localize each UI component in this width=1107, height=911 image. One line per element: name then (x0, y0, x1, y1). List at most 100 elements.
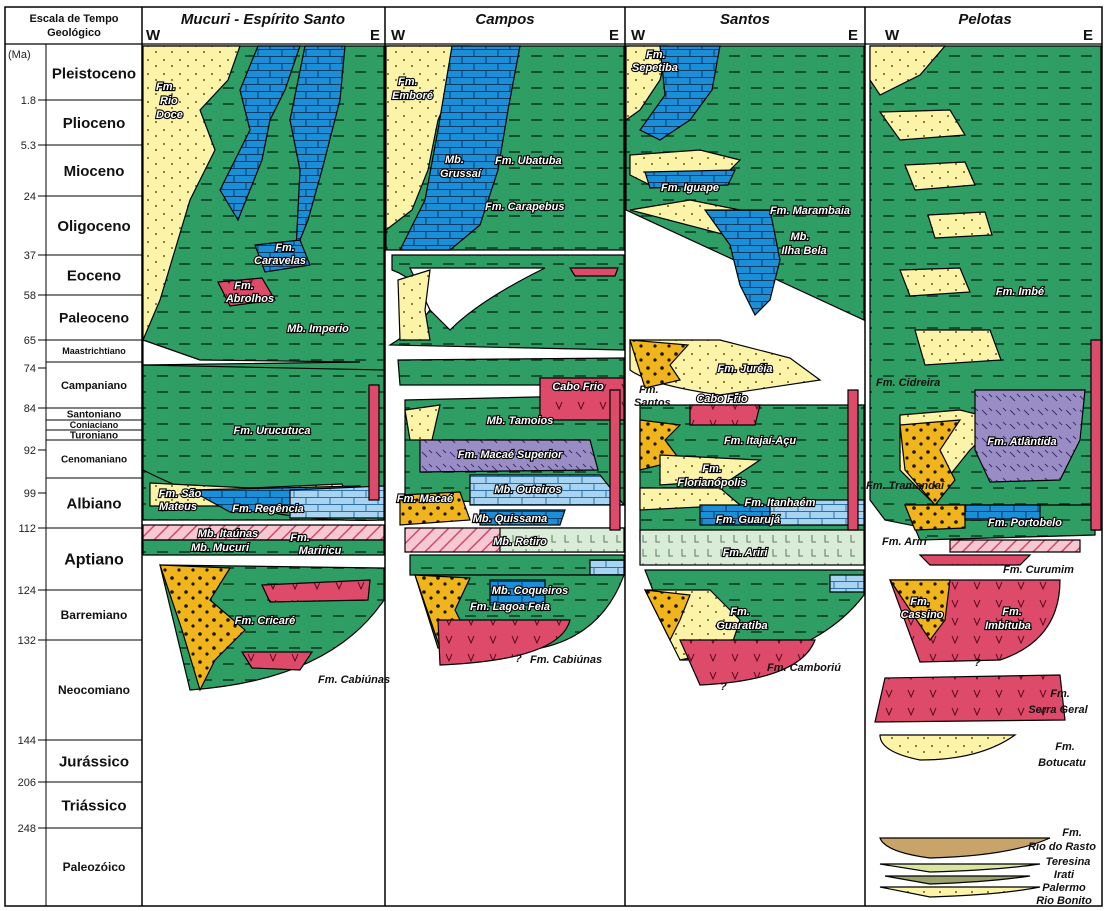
label-tamoios: Mb. Tamoios (487, 415, 554, 427)
label-abrolhos-2: Abrolhos (225, 293, 274, 305)
santos-east-label: E (848, 27, 858, 44)
epoch-label: Cenomaniano (61, 455, 127, 466)
age-label: 144 (18, 735, 36, 747)
campos-calc-2 (590, 560, 624, 575)
label-curumim: Fm. Curumim (1003, 564, 1074, 576)
epoch-label: Mioceno (64, 163, 125, 180)
label-caravelas-1: Fm. (275, 242, 295, 254)
age-label: 112 (18, 523, 36, 535)
mucuri-itaunas-evap (143, 525, 384, 540)
basin-mucuri (143, 46, 384, 690)
pelotas-ariri-hatch (950, 540, 1080, 552)
pelotas-sand-3 (905, 162, 975, 190)
age-label: 58 (24, 290, 36, 302)
age-label: 99 (24, 488, 36, 500)
label-ubatuba: Fm. Ubatuba (495, 155, 562, 167)
epoch-label: Santoniano (67, 410, 121, 421)
label-jureia: Fm. Juréia (717, 363, 772, 375)
label-ariri-pelotas: Fm. Ariri (882, 536, 928, 548)
label-tramandai: Fm. Tramandaí (866, 480, 946, 492)
label-ilha-bela-1: Mb. (791, 231, 810, 243)
label-cabiunas-mucuri: Fm. Cabiúnas (318, 674, 390, 686)
label-camboriu: Fm. Camboriú (767, 662, 841, 674)
label-question-campos: ? (515, 653, 522, 665)
age-label: 1.8 (21, 95, 36, 107)
label-imbituba-1: Fm. (1002, 606, 1022, 618)
campos-east-label: E (609, 27, 619, 44)
label-guaruja: Fm. Guarujá (716, 514, 780, 526)
label-botucatu-2: Botucatu (1038, 757, 1086, 769)
label-ilha-bela-2: Ilha Bela (781, 245, 826, 257)
label-mucuri: Mb. Mucuri (191, 542, 250, 554)
label-question-santos: ? (720, 681, 727, 693)
age-label: 37 (24, 250, 36, 262)
label-sepetiba-2: Sepetiba (632, 62, 678, 74)
label-cabo-frio-campos: Cabo Frio (552, 381, 604, 393)
epoch-label: Plioceno (63, 115, 126, 132)
label-quissama: Mb. Quissama (473, 513, 548, 525)
label-question-pelotas: ? (974, 657, 981, 669)
label-atlantida: Fm. Atlântida (987, 436, 1056, 448)
pelotas-sand-5 (900, 268, 970, 296)
campos-sand-2 (398, 270, 430, 340)
label-macae-superior: Fm. Macaé Superior (458, 449, 563, 461)
label-mariricu-1: Fm. (290, 532, 310, 544)
label-rio-do-rasto-1: Fm. (1062, 827, 1082, 839)
label-embore-2: Emboré (392, 90, 433, 102)
label-macae: Fm. Macaé (397, 493, 453, 505)
label-abrolhos-1: Fm. (234, 280, 254, 292)
label-rio-doce-3: Doce (156, 109, 183, 121)
campos-west-label: W (391, 27, 406, 44)
age-label: 124 (18, 585, 36, 597)
epoch-label: Paleoceno (59, 309, 129, 325)
basin-pelotas-title: Pelotas (958, 11, 1011, 28)
mucuri-cabiunas-volc-2 (242, 652, 312, 670)
santos-west-label: W (631, 27, 646, 44)
age-label: 65 (24, 335, 36, 347)
label-regencia: Fm. Regência (232, 503, 304, 515)
label-florianopolis-2: Florianópolis (677, 477, 746, 489)
label-florianopolis-1: Fm. (702, 463, 722, 475)
label-rio-do-rasto-2: Rio do Rasto (1028, 841, 1096, 853)
label-coqueiros: Mb. Coqueiros (492, 585, 568, 597)
label-cabo-frio-santos: Cabo Frio (696, 393, 748, 405)
santos-calc-3 (830, 575, 864, 592)
label-santos-1: Fm. (639, 384, 659, 396)
label-caravelas-2: Caravelas (254, 255, 306, 267)
campos-volc-top (570, 268, 618, 276)
epoch-label: Paleozóico (63, 860, 126, 874)
label-imbe: Fm. Imbé (996, 286, 1044, 298)
epoch-label: Oligoceno (57, 218, 130, 235)
label-cassino-2: Cassino (901, 609, 944, 621)
label-itanhaem: Fm. Itanhaém (745, 497, 816, 509)
age-label: 92 (24, 445, 36, 457)
label-rio-bonito: Rio Bonito (1036, 895, 1092, 907)
pelotas-east-label: E (1083, 27, 1093, 44)
santos-dike (848, 390, 858, 530)
campos-dike (610, 390, 620, 530)
label-outeiros: Mb. Outeiros (494, 484, 561, 496)
epoch-label: Eoceno (67, 267, 121, 284)
epoch-label: Coniaciano (70, 420, 119, 430)
label-botucatu-1: Fm. (1055, 741, 1075, 753)
label-sao-mateus-1: Fm. São (159, 488, 202, 500)
label-sepetiba-1: Fm. (646, 49, 666, 61)
label-irati: Irati (1054, 869, 1075, 881)
age-label: 5.3 (21, 140, 36, 152)
epoch-label: Maastrichtiano (62, 346, 126, 356)
santos-cabo-frio (690, 405, 760, 425)
label-palermo: Palermo (1042, 882, 1086, 894)
label-itaunas: Mb. Itaúnas (198, 528, 259, 540)
epoch-label: Aptiano (64, 552, 124, 569)
label-grussai-1: Mb. (445, 154, 464, 166)
label-lagoa-feia: Fm. Lagoa Feia (470, 601, 550, 613)
ma-unit-label: (Ma) (8, 49, 31, 61)
label-mariricu-2: Mariricu (299, 545, 342, 557)
label-serra-geral-1: Fm. (1050, 688, 1070, 700)
timescale-title-line2: Geológico (47, 27, 101, 39)
mucuri-east-label: E (370, 27, 380, 44)
label-imperio: Mb. Imperio (287, 323, 349, 335)
age-label: 24 (24, 191, 36, 203)
label-ariri-santos: Fm. Ariri (723, 547, 769, 559)
